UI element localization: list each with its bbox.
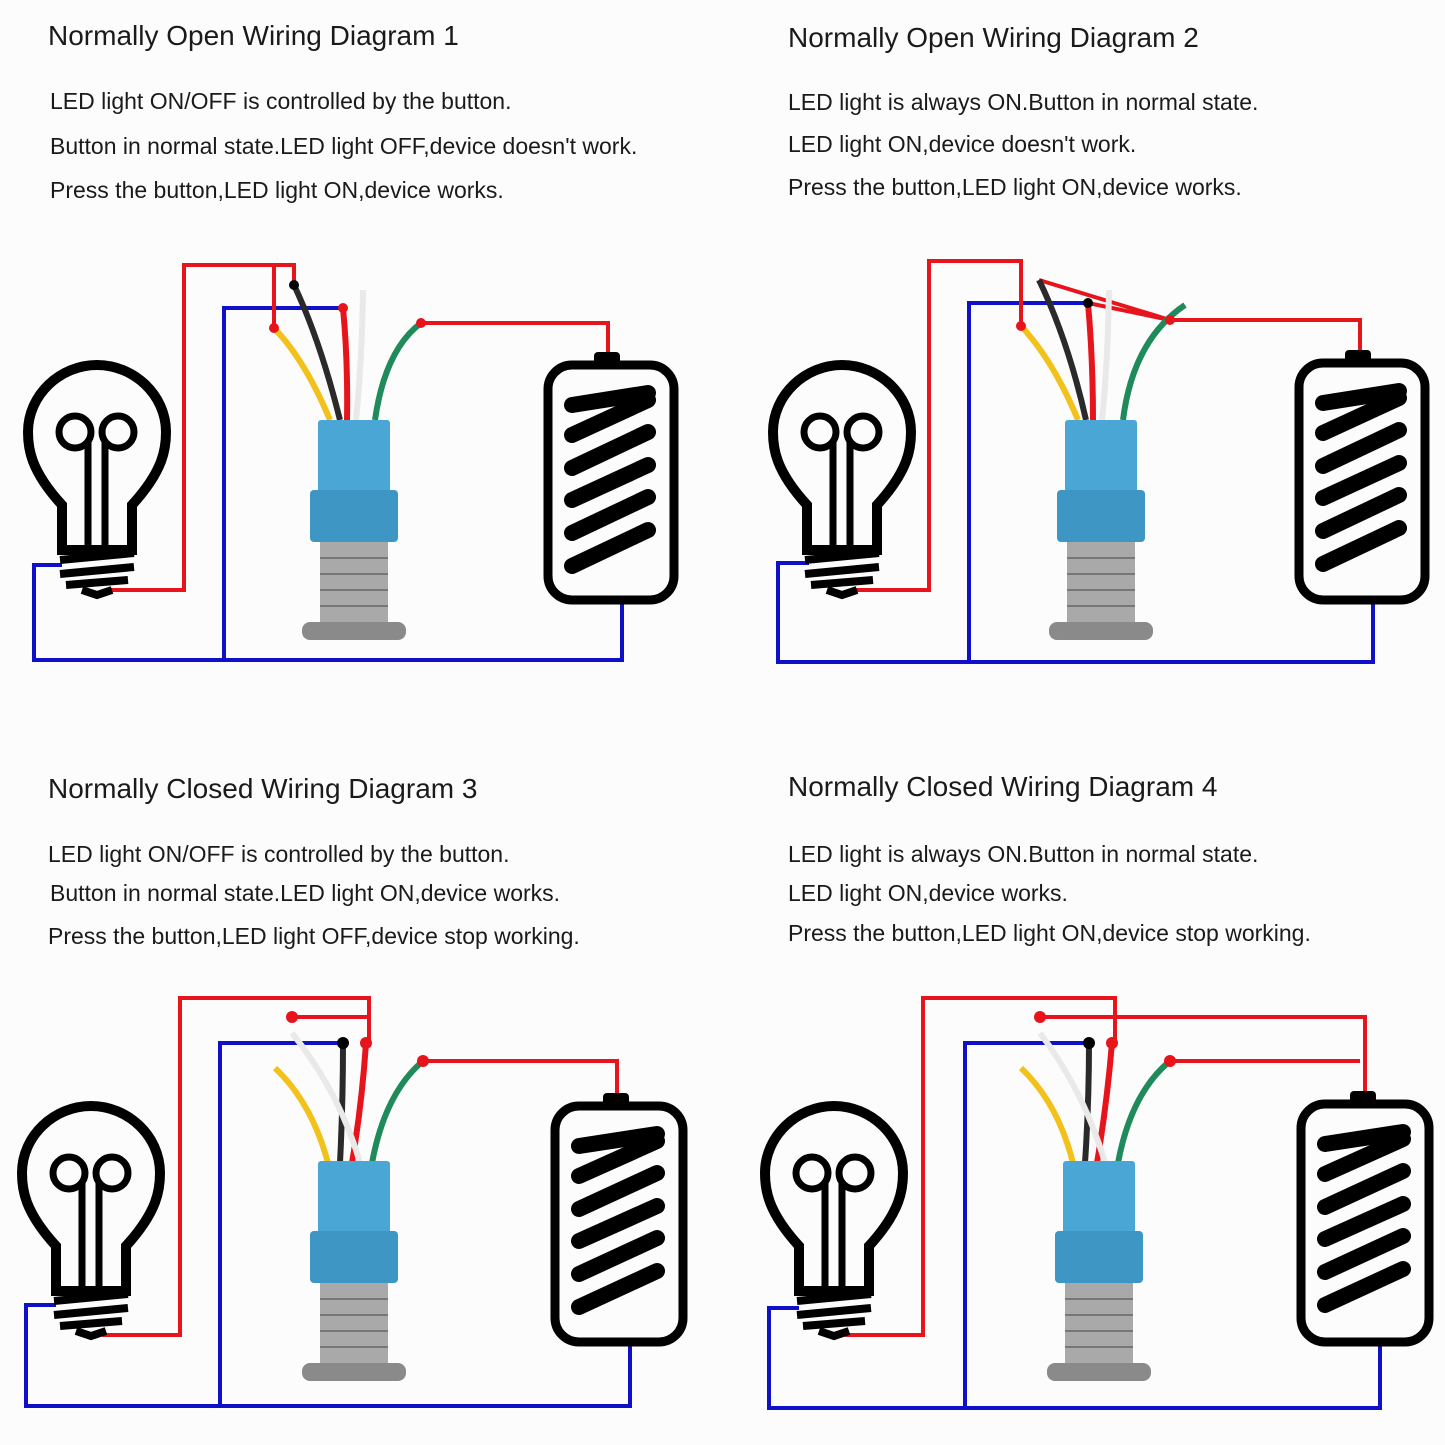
live-wire [845, 996, 1117, 1337]
battery-icon [543, 352, 679, 605]
push-button-switch-icon [1047, 1161, 1151, 1381]
live-wire [423, 1059, 619, 1095]
light-bulb-icon [759, 1100, 909, 1341]
neutral-wire [767, 1306, 1382, 1410]
black-lead [291, 283, 343, 421]
green-lead [372, 320, 423, 421]
black-lead [337, 1042, 346, 1164]
neutral-wire [24, 1303, 632, 1408]
diagram-description-line: LED light ON,device doesn't work. [788, 131, 1137, 157]
wiring-schematic [767, 259, 1430, 664]
diagram-description-line: LED light ON,device works. [788, 880, 1068, 906]
red-lead [1085, 302, 1096, 421]
wiring-schematic [759, 996, 1434, 1410]
neutral-wire [32, 563, 624, 662]
diagram-title: Normally Closed Wiring Diagram 4 [788, 771, 1218, 802]
light-bulb-icon [22, 359, 172, 600]
battery-icon [550, 1093, 688, 1347]
live-wire [421, 321, 610, 355]
yellow-lead [272, 1065, 331, 1164]
diagram-description-line: Button in normal state.LED light ON,devi… [50, 880, 561, 906]
push-button-switch-icon [1049, 420, 1153, 640]
diagram-description-line: LED light is always ON.Button in normal … [788, 89, 1259, 115]
push-button-switch-icon [302, 1161, 406, 1381]
light-bulb-icon [16, 1100, 166, 1341]
green-lead [1120, 302, 1187, 421]
diagram-description-line: Press the button,LED light OFF,device st… [48, 923, 580, 949]
diagram-title: Normally Closed Wiring Diagram 3 [48, 773, 478, 804]
wiring-diagram-panel-2: Normally Open Wiring Diagram 2 LED light… [723, 0, 1445, 722]
wiring-diagram-panel-4: Normally Closed Wiring Diagram 4 LED lig… [723, 723, 1445, 1445]
battery-icon [1296, 1091, 1434, 1347]
white-lead [353, 289, 366, 421]
battery-icon [1294, 350, 1430, 605]
white-lead [1037, 1031, 1108, 1164]
green-lead [1115, 1058, 1172, 1164]
diagram-description-line: Press the button,LED light ON,device wor… [788, 174, 1242, 200]
diagram-description-line: LED light is always ON.Button in normal … [788, 841, 1259, 867]
live-wire [1040, 1015, 1367, 1093]
wiring-schematic [16, 996, 688, 1408]
wiring-diagram-panel-1: Normally Open Wiring Diagram 1 LED light… [0, 0, 722, 722]
black-lead [1036, 278, 1089, 421]
white-lead [289, 1031, 363, 1164]
light-bulb-icon [767, 359, 917, 600]
yellow-lead [271, 325, 333, 422]
diagram-description-line: Press the button,LED light ON,device wor… [50, 177, 504, 203]
diagram-description-line: Press the button,LED light ON,device sto… [788, 920, 1311, 946]
live-wire [1087, 301, 1171, 322]
live-wire [1038, 278, 1362, 352]
red-lead [340, 307, 351, 421]
yellow-lead [1018, 323, 1081, 422]
live-wire [102, 996, 371, 1337]
yellow-lead [1018, 1065, 1076, 1164]
diagram-title: Normally Open Wiring Diagram 1 [48, 20, 459, 51]
diagram-title: Normally Open Wiring Diagram 2 [788, 22, 1199, 53]
wiring-schematic [22, 263, 679, 662]
diagram-description-line: Button in normal state.LED light OFF,dev… [50, 133, 638, 159]
wiring-diagram-panel-3: Normally Closed Wiring Diagram 3 LED lig… [0, 723, 722, 1445]
push-button-switch-icon [302, 420, 406, 640]
live-wire [853, 259, 1023, 592]
live-wire [108, 263, 296, 592]
neutral-wire [776, 561, 1375, 664]
green-lead [369, 1058, 425, 1164]
black-lead [1082, 1042, 1092, 1164]
diagram-description-line: LED light ON/OFF is controlled by the bu… [48, 841, 510, 867]
diagram-description-line: LED light ON/OFF is controlled by the bu… [50, 88, 512, 114]
white-lead [1099, 289, 1112, 421]
